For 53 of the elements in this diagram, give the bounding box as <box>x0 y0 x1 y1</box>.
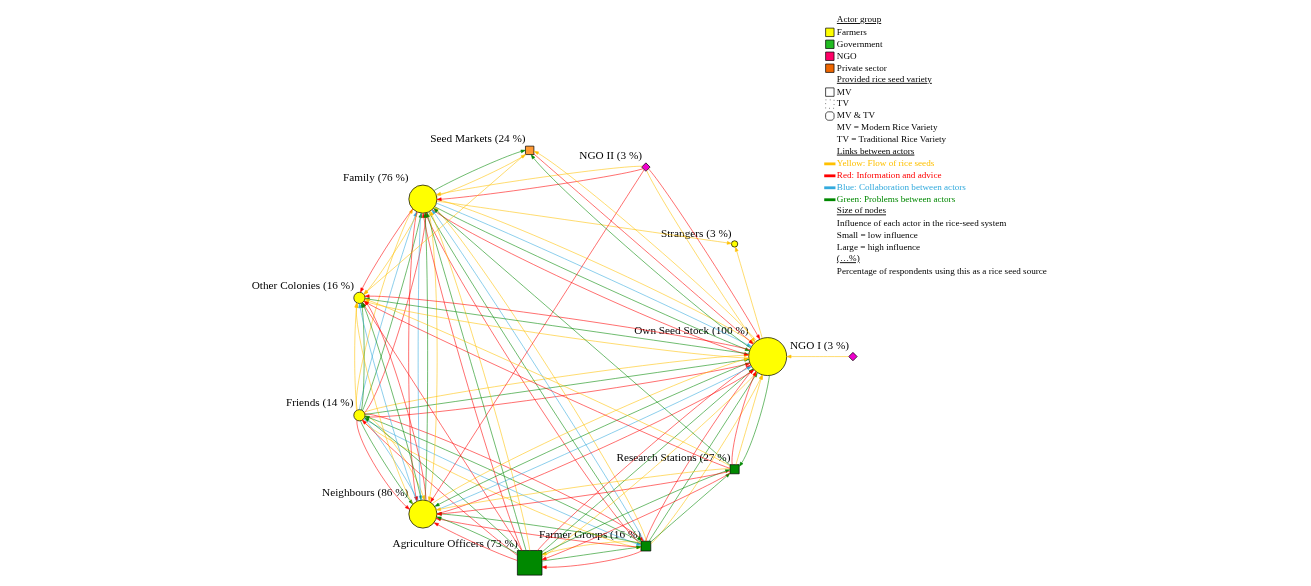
arrow <box>734 246 763 339</box>
arrow <box>429 169 644 503</box>
arrow <box>436 154 526 197</box>
label: MV = Modern Rice Variety <box>836 122 937 133</box>
arrow <box>433 522 517 561</box>
label: Large = high influence <box>836 241 920 252</box>
node-label: Agriculture Officers (73 %) <box>392 536 518 549</box>
node-label: Neighbours (86 %) <box>321 486 408 499</box>
node-label: Other Colonies (16 %) <box>251 278 354 291</box>
legend-label: TV <box>836 98 849 109</box>
node-box <box>516 550 542 576</box>
legend-label: Government <box>836 38 882 49</box>
arrow <box>786 354 849 359</box>
arrow <box>427 211 437 502</box>
label: TV = Traditional Rice Variety <box>836 134 946 145</box>
node-label: NGO I (3 %) <box>789 338 849 351</box>
node-label: Strangers (3 %) <box>660 227 732 240</box>
legend-label: MV <box>836 86 852 97</box>
label: Percentage of respondents using this as a rice seed source <box>836 265 1047 276</box>
node-label: Seed Markets (24 %) <box>429 132 526 145</box>
node-box <box>729 464 740 475</box>
legend-label: NGO <box>836 50 857 61</box>
label: Size of nodes <box>836 205 886 216</box>
label: Links between actors <box>836 145 914 156</box>
label: Influence of each actor in the rice-seed system <box>836 218 1006 229</box>
node-diamond <box>847 352 857 362</box>
legend-label: Yellow: Flow of rice seeds <box>836 158 934 169</box>
label: Actor group <box>836 14 881 25</box>
node-label: Family (76 %) <box>342 171 409 184</box>
node-circle <box>352 409 365 422</box>
node-box <box>524 145 534 155</box>
arrow <box>417 212 422 501</box>
node-circle <box>352 291 365 304</box>
node-label: Own Seed Stock (100 %) <box>633 323 749 336</box>
arrow <box>433 149 526 191</box>
label: Small = low influence <box>836 230 918 240</box>
arrow <box>650 473 730 543</box>
legend-label: Farmers <box>836 26 867 37</box>
legend-label: Private sector <box>836 62 887 73</box>
label: (…%) <box>836 253 860 264</box>
node-circle <box>730 240 738 248</box>
arrow <box>738 375 770 467</box>
node-diamond <box>640 162 650 172</box>
legend-label: Red: Information and advice <box>836 170 942 181</box>
node-label: Research Stations (27 %) <box>615 450 730 463</box>
legend-label: Green: Problems between actors <box>836 194 955 205</box>
node-box <box>640 540 651 552</box>
legend-label: MV & TV <box>836 110 875 121</box>
node-label: NGO II (3 %) <box>578 149 642 162</box>
arrow <box>436 200 732 245</box>
label: Provided rice seed variety <box>836 73 932 84</box>
node-label: Friends (14 %) <box>285 395 353 408</box>
legend-label: Blue: Collaboration between actors <box>836 182 966 193</box>
